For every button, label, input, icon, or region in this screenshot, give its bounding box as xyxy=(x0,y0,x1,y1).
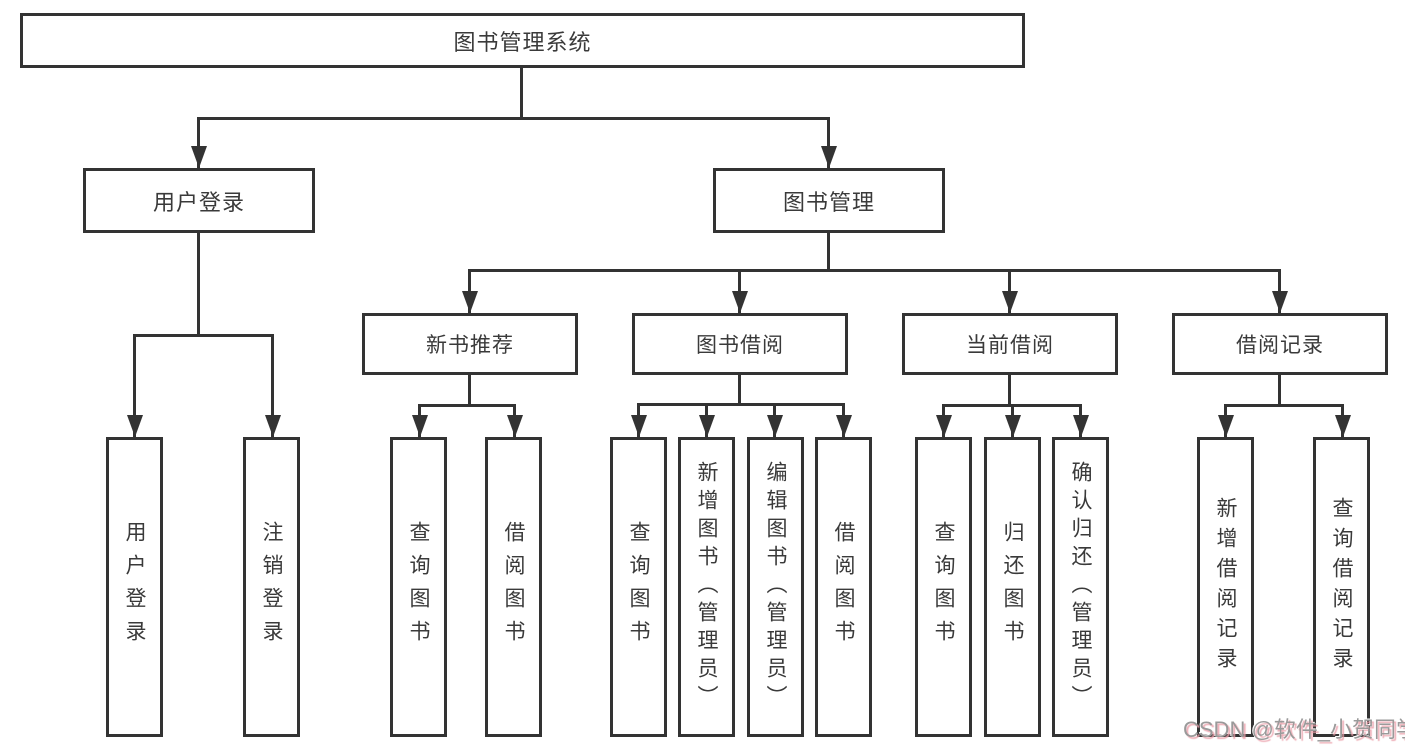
csdn-watermark: CSDN @软件_小贺同学 xyxy=(1183,717,1405,742)
leaf-logout: 注销登录 xyxy=(243,437,300,737)
leaf-borrow-books-2: 借阅图书 xyxy=(815,437,872,737)
connector-arrow xyxy=(1271,269,1288,313)
leaf-query-books-2: 查询图书 xyxy=(610,437,667,737)
leaf-user-login: 用户登录 xyxy=(106,437,163,737)
connector-arrow xyxy=(935,404,952,437)
connector-line xyxy=(1008,373,1011,406)
leaf-query-books-3-label: 查询图书 xyxy=(932,521,955,653)
node-current-borrow-label: 当前借阅 xyxy=(966,334,1054,357)
connector-arrow xyxy=(1004,404,1021,437)
leaf-confirm-return-admin-label: 确认归还（管理员） xyxy=(1069,461,1092,713)
connector-arrow xyxy=(820,117,837,168)
connector-line xyxy=(197,231,200,336)
connector-line xyxy=(468,269,1281,272)
connector-line xyxy=(520,66,523,118)
connector-line xyxy=(637,403,845,406)
connector-line xyxy=(197,117,830,120)
node-book-borrow: 图书借阅 xyxy=(632,313,848,375)
connector-line xyxy=(468,373,471,406)
node-borrow-records-label: 借阅记录 xyxy=(1236,334,1324,357)
leaf-add-books-admin-label: 新增图书（管理员） xyxy=(695,461,718,713)
connector-arrow xyxy=(731,269,748,313)
connector-arrow xyxy=(835,403,852,437)
connector-arrow xyxy=(698,403,715,437)
node-root: 图书管理系统 xyxy=(20,13,1025,68)
leaf-user-login-label: 用户登录 xyxy=(123,521,146,653)
connector-line xyxy=(418,404,516,407)
connector-line xyxy=(1278,373,1281,406)
node-book-management-label: 图书管理 xyxy=(782,189,875,215)
connector-arrow xyxy=(264,334,281,437)
connector-arrow xyxy=(411,404,428,437)
leaf-query-books-3: 查询图书 xyxy=(915,437,972,737)
leaf-query-books-2-label: 查询图书 xyxy=(627,521,650,653)
connector-arrow xyxy=(1217,404,1234,437)
leaf-borrow-books-2-label: 借阅图书 xyxy=(832,521,855,653)
connector-arrow xyxy=(126,334,143,437)
leaf-borrow-books-1: 借阅图书 xyxy=(485,437,542,737)
leaf-add-books-admin: 新增图书（管理员） xyxy=(678,437,735,737)
leaf-edit-books-admin-label: 编辑图书（管理员） xyxy=(764,461,787,713)
node-current-borrow: 当前借阅 xyxy=(902,313,1118,375)
leaf-borrow-books-1-label: 借阅图书 xyxy=(502,521,525,653)
leaf-confirm-return-admin: 确认归还（管理员） xyxy=(1052,437,1109,737)
node-user-login: 用户登录 xyxy=(83,168,315,233)
connector-arrow xyxy=(1334,404,1351,437)
connector-line xyxy=(1224,404,1344,407)
leaf-return-books-label: 归还图书 xyxy=(1001,521,1024,653)
leaf-return-books: 归还图书 xyxy=(984,437,1041,737)
connector-arrow xyxy=(1072,404,1089,437)
connector-line xyxy=(827,231,830,272)
connector-arrow xyxy=(506,404,523,437)
connector-arrow xyxy=(630,403,647,437)
leaf-query-books-1: 查询图书 xyxy=(390,437,447,737)
connector-line xyxy=(738,373,741,405)
connector-arrow xyxy=(461,269,478,313)
connector-line xyxy=(133,334,274,337)
node-borrow-records: 借阅记录 xyxy=(1172,313,1388,375)
leaf-add-borrow-record: 新增借阅记录 xyxy=(1197,437,1254,737)
node-root-label: 图书管理系统 xyxy=(453,29,592,55)
leaf-query-borrow-record-label: 查询借阅记录 xyxy=(1330,497,1353,677)
leaf-query-borrow-record: 查询借阅记录 xyxy=(1313,437,1370,737)
node-book-management: 图书管理 xyxy=(713,168,945,233)
connector-arrow xyxy=(766,403,783,437)
node-new-book-recommend: 新书推荐 xyxy=(362,313,578,375)
leaf-add-borrow-record-label: 新增借阅记录 xyxy=(1214,497,1237,677)
connector-arrow xyxy=(190,117,207,168)
node-user-login-label: 用户登录 xyxy=(152,189,245,215)
leaf-logout-label: 注销登录 xyxy=(260,521,283,653)
connector-arrow xyxy=(1001,269,1018,313)
leaf-query-books-1-label: 查询图书 xyxy=(407,521,430,653)
node-book-borrow-label: 图书借阅 xyxy=(696,334,784,357)
node-new-book-recommend-label: 新书推荐 xyxy=(426,334,514,357)
leaf-edit-books-admin: 编辑图书（管理员） xyxy=(747,437,804,737)
